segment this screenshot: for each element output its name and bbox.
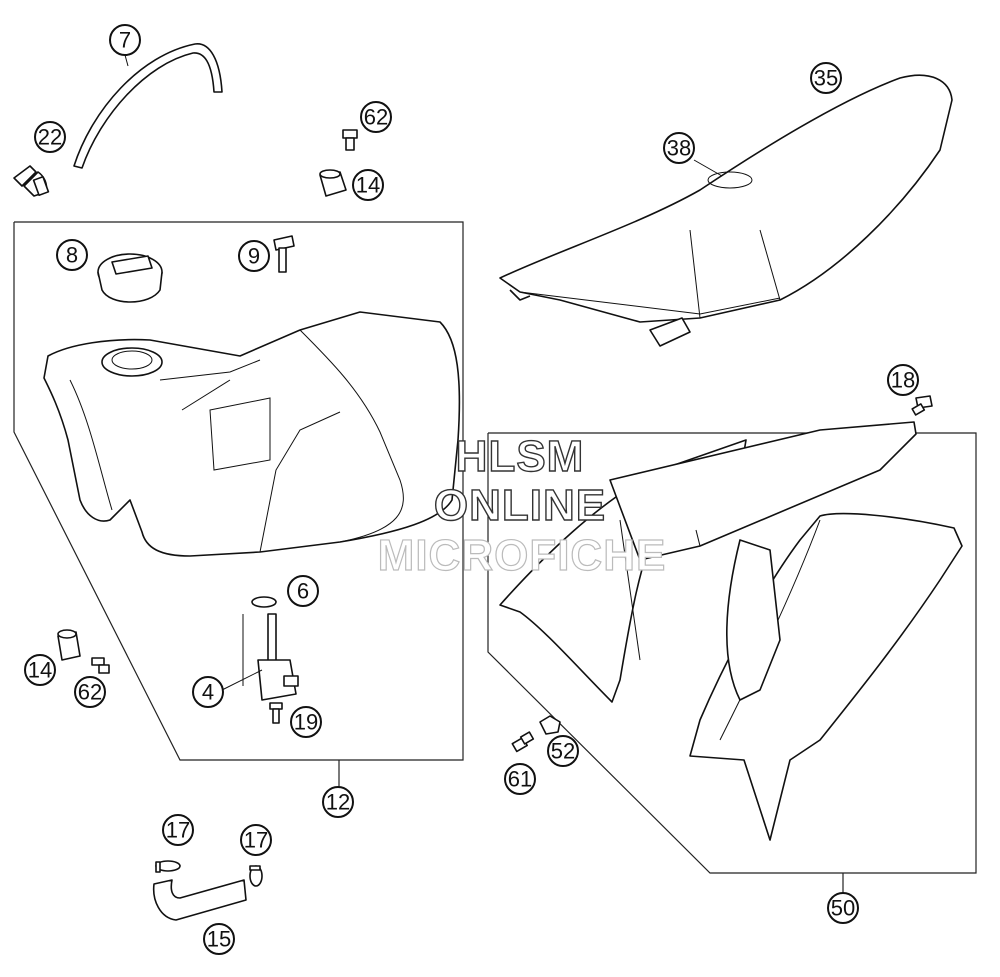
callout-6[interactable]: 6 [287, 575, 319, 607]
hose-leader [124, 54, 129, 67]
callout-12[interactable]: 12 [322, 786, 354, 818]
callout-17-left[interactable]: 17 [162, 814, 194, 846]
hose-clamp-a [155, 860, 181, 873]
bolt-62-top [342, 129, 358, 151]
fuel-tap [257, 613, 299, 701]
svg-text:14: 14 [28, 658, 52, 683]
callout-50[interactable]: 50 [827, 892, 859, 924]
seat-emblem-leader [693, 159, 723, 177]
callout-22[interactable]: 22 [34, 121, 66, 153]
callout-15[interactable]: 15 [203, 923, 235, 955]
radiator-spoiler-left [499, 421, 917, 703]
hose-clamp-b [249, 865, 263, 887]
fuel-hose [152, 879, 247, 921]
bolt-62-left [91, 657, 110, 674]
screw-19 [269, 702, 283, 724]
watermark-line3: MICROFICHE [378, 531, 667, 580]
callout-7[interactable]: 7 [109, 24, 141, 56]
fuel-tank [43, 311, 461, 557]
svg-text:38: 38 [667, 136, 691, 161]
svg-text:14: 14 [356, 173, 380, 198]
svg-text:9: 9 [248, 244, 260, 269]
callout-14-left[interactable]: 14 [24, 654, 56, 686]
callout-19[interactable]: 19 [290, 706, 322, 738]
svg-text:61: 61 [508, 767, 532, 792]
screw-9 [273, 235, 295, 273]
breather-hose [73, 43, 223, 169]
svg-text:7: 7 [119, 28, 131, 53]
bushing-14-left [57, 629, 81, 661]
watermark-line2: ONLINE [434, 481, 606, 530]
radiator-spoiler-right [689, 512, 963, 841]
svg-text:15: 15 [207, 927, 231, 952]
svg-text:8: 8 [66, 243, 78, 268]
svg-text:6: 6 [297, 579, 309, 604]
o-ring [251, 596, 277, 608]
callout-17-right[interactable]: 17 [240, 824, 272, 856]
callout-14-top[interactable]: 14 [352, 169, 384, 201]
svg-text:35: 35 [814, 66, 838, 91]
callout-4[interactable]: 4 [192, 676, 224, 708]
bolt-61 [511, 731, 535, 753]
svg-text:17: 17 [166, 818, 190, 843]
svg-text:62: 62 [78, 680, 102, 705]
tap-leader-b [221, 669, 263, 691]
nut-52 [539, 715, 561, 735]
svg-text:22: 22 [38, 125, 62, 150]
watermark-line1: HLSM [456, 432, 585, 481]
tank-group-frame [13, 221, 464, 761]
svg-text:62: 62 [364, 105, 388, 130]
svg-text:4: 4 [202, 680, 214, 705]
seat [499, 74, 953, 347]
callout-62-top[interactable]: 62 [360, 101, 392, 133]
callout-35[interactable]: 35 [810, 62, 842, 94]
screw-18 [911, 395, 933, 416]
callout-8[interactable]: 8 [56, 239, 88, 271]
callout-52[interactable]: 52 [547, 735, 579, 767]
callout-61[interactable]: 61 [504, 763, 536, 795]
callout-62-left[interactable]: 62 [74, 676, 106, 708]
svg-text:17: 17 [244, 828, 268, 853]
fuel-cap [97, 253, 163, 303]
elbow-fitting [13, 165, 50, 197]
callout-38[interactable]: 38 [663, 132, 695, 164]
svg-text:52: 52 [551, 739, 575, 764]
callout-9[interactable]: 9 [238, 240, 270, 272]
svg-text:12: 12 [326, 790, 350, 815]
svg-text:18: 18 [891, 368, 915, 393]
callout-18[interactable]: 18 [887, 364, 919, 396]
svg-text:50: 50 [831, 896, 855, 921]
bushing-14-top [319, 169, 347, 197]
svg-text:19: 19 [294, 710, 318, 735]
